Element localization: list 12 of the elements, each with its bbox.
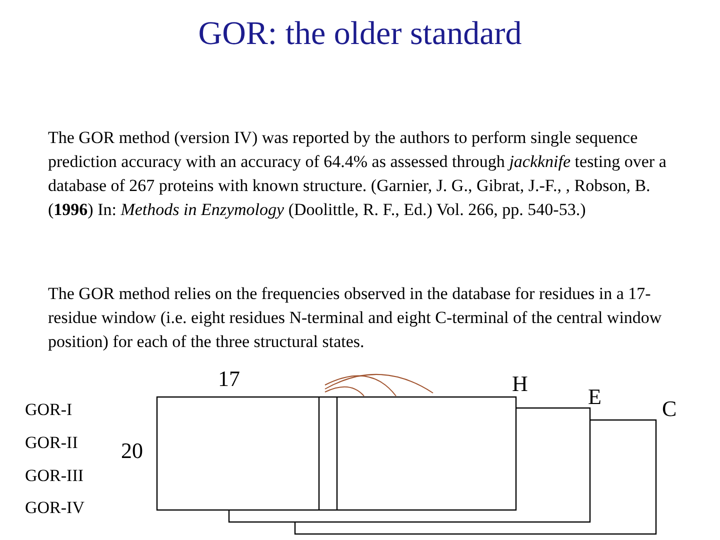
- slide-title: GOR: the older standard: [197, 16, 523, 53]
- method-label: GOR-II: [25, 433, 78, 453]
- method-label: GOR-III: [25, 466, 84, 486]
- citation-paragraph: The GOR method (version IV) was reported by the authors to perform single sequence prediction accuracy with an accuracy of 64.4% as assessed through jackknife testing over a database of 267 proteins with known structure. (Garnier, J. G., Gibrat, J.-F., , Robson, B. (1996) In: Methods in Enzymology (Doolittle, R. F., Ed.) Vol. 266, pp. 540-53.): [48, 127, 668, 221]
- residue-count-label: 20: [121, 438, 143, 464]
- state-label: E: [588, 384, 602, 410]
- description-paragraph: The GOR method relies on the frequencies observed in the database for residues in a 17- residue window (i.e. eight residues N-terminal and eight C-terminal of the central window position) for each of the three structural states.: [48, 283, 663, 353]
- state-label: C: [662, 396, 677, 422]
- window-size-label: 17: [218, 366, 240, 392]
- state-label: H: [512, 371, 528, 397]
- method-label: GOR-IV: [25, 498, 84, 518]
- method-label: GOR-I: [25, 400, 72, 420]
